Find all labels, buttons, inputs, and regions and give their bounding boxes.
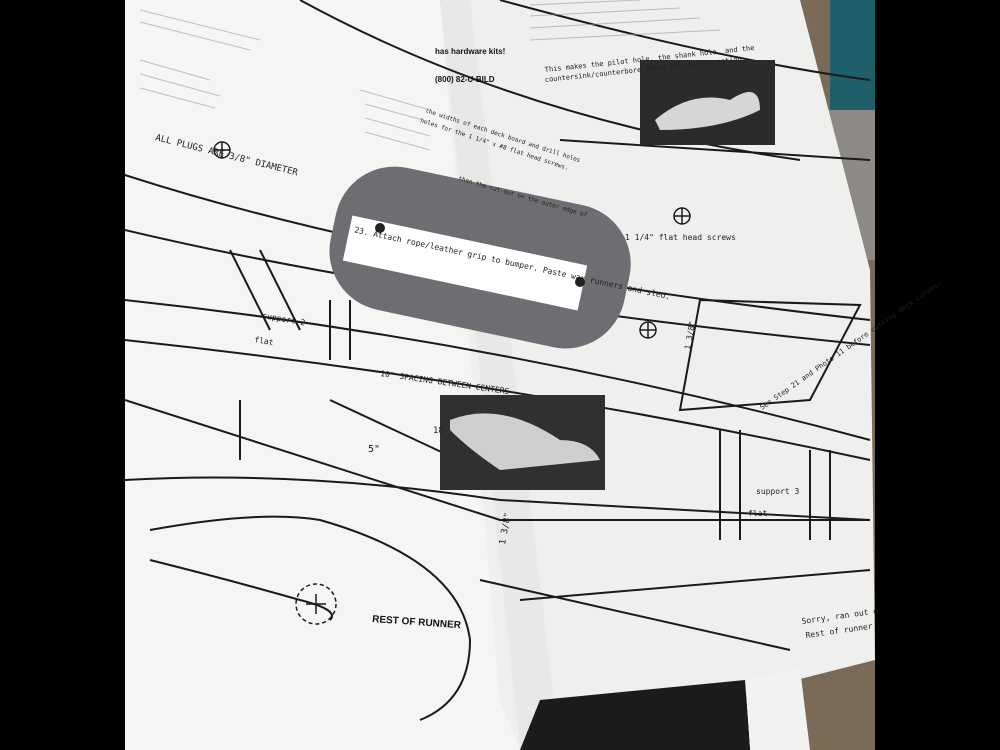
dark-lower-area <box>520 680 750 750</box>
sled-shape-middle <box>450 413 600 470</box>
flat-label-1: flat <box>254 335 275 347</box>
runner-hole-crosshair-icon <box>295 583 337 625</box>
dimension-5-label: 5" <box>368 444 380 455</box>
paper-bottom-flap <box>745 668 810 750</box>
printed-text-texture <box>139 0 721 151</box>
screw-hole-right <box>575 277 585 287</box>
paper-sheet-right <box>440 0 875 750</box>
step-23-label-box <box>342 215 588 311</box>
flat-head-screws-label: 1 1/4" flat head screws <box>625 233 736 242</box>
hardware-kits-label: has hardware kits! <box>435 47 505 56</box>
screw-crosshair-icon <box>673 207 691 225</box>
photo-number-label: 18 <box>433 426 444 436</box>
support-3-label: support 3 <box>756 487 800 496</box>
support-crosshair-icon <box>639 321 657 339</box>
screw-hole-left <box>375 223 385 233</box>
plug-crosshair-icon <box>213 141 231 159</box>
flat-label-2: flat <box>748 509 767 518</box>
phone-label: (800) 82-U-BILD <box>435 75 495 84</box>
teal-frame <box>830 0 875 110</box>
sled-shape-top <box>655 92 760 130</box>
